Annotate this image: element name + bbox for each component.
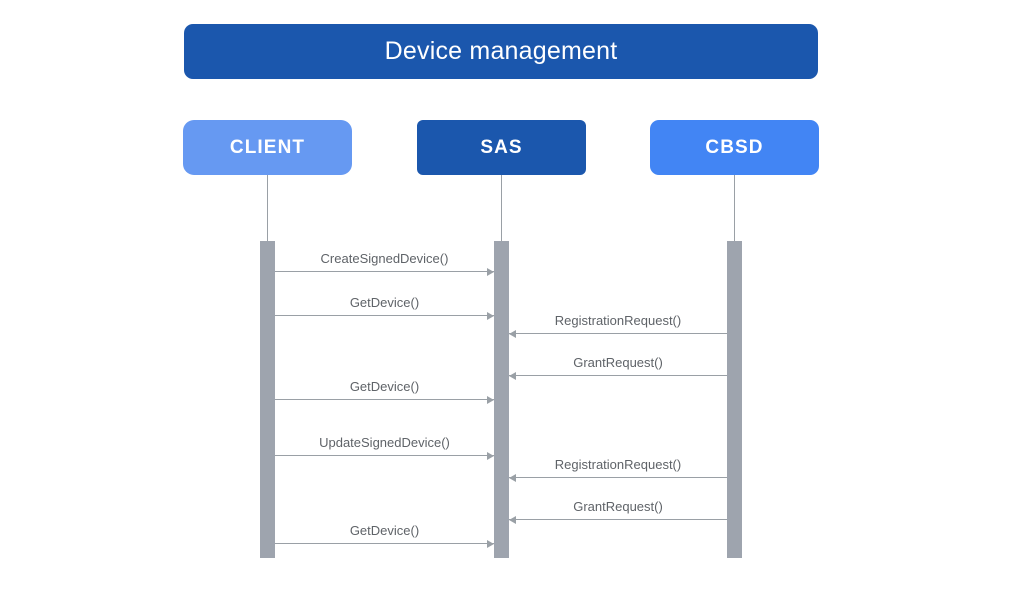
message-label: CreateSignedDevice() (320, 251, 449, 266)
message-arrow-head-left (509, 371, 516, 380)
message-arrow-line (275, 271, 494, 272)
message-arrow-head-left (509, 515, 516, 524)
message-label: RegistrationRequest() (554, 457, 682, 472)
message-arrow-line (509, 519, 727, 520)
diagram-title-banner: Device management (184, 24, 818, 79)
message-label: GrantRequest() (573, 499, 663, 514)
message-label: GrantRequest() (573, 355, 663, 370)
message-label: GetDevice() (349, 295, 420, 310)
lifeline-cbsd (734, 175, 735, 241)
activation-bar-cbsd (727, 241, 742, 558)
message-arrow-head-right (487, 267, 494, 276)
message-label: RegistrationRequest() (554, 313, 682, 328)
message-arrow-line (509, 375, 727, 376)
participant-header-cbsd[interactable]: CBSD (650, 120, 819, 175)
participant-label-client: CLIENT (229, 137, 306, 158)
lifeline-client (267, 175, 268, 241)
participant-label-cbsd: CBSD (705, 137, 764, 158)
message-arrow-head-right (487, 451, 494, 460)
participant-label-sas: SAS (480, 137, 523, 158)
participant-header-sas[interactable]: SAS (417, 120, 586, 175)
message-arrow-line (275, 455, 494, 456)
message-arrow-head-left (509, 329, 516, 338)
message-arrow-line (275, 399, 494, 400)
lifeline-sas (501, 175, 502, 241)
message-label: GetDevice() (349, 379, 420, 394)
page-title: Device management (384, 37, 618, 65)
message-arrow-head-right (487, 539, 494, 548)
message-arrow-line (275, 543, 494, 544)
message-arrow-line (509, 333, 727, 334)
activation-bar-client (260, 241, 275, 558)
activation-bar-sas (494, 241, 509, 558)
message-arrow-line (275, 315, 494, 316)
message-label: GetDevice() (349, 523, 420, 538)
participant-header-client[interactable]: CLIENT (183, 120, 352, 175)
message-arrow-head-right (487, 311, 494, 320)
message-arrow-head-right (487, 395, 494, 404)
message-arrow-head-left (509, 473, 516, 482)
message-label: UpdateSignedDevice() (319, 435, 450, 450)
message-arrow-line (509, 477, 727, 478)
